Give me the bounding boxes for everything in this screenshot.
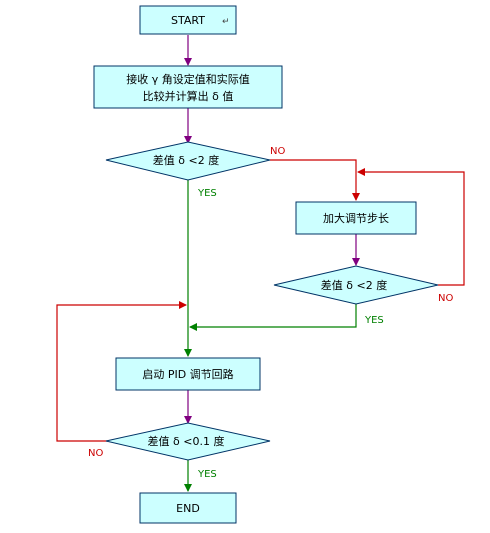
decision1-label: 差值 δ <2 度 bbox=[153, 153, 219, 167]
start-box bbox=[139, 5, 237, 35]
no-label-2: NO bbox=[438, 293, 453, 304]
end-box bbox=[139, 492, 237, 524]
decision3-diamond bbox=[105, 422, 271, 461]
pid-box bbox=[115, 357, 261, 391]
receive-line2: 比较并计算出 δ 值 bbox=[143, 89, 234, 103]
arrow-decision1-no bbox=[270, 159, 360, 201]
enlarge-label: 加大调节步长 bbox=[323, 211, 389, 225]
yes-label-1: YES bbox=[197, 188, 217, 199]
decision2-diamond bbox=[273, 265, 439, 305]
no-label-1: NO bbox=[270, 146, 285, 157]
arrow-decision2-yes bbox=[189, 303, 357, 331]
receive-box bbox=[93, 65, 283, 109]
decision2-label: 差值 δ <2 度 bbox=[321, 278, 387, 292]
decision1-diamond bbox=[105, 141, 271, 181]
decision3-label: 差值 δ <0.1 度 bbox=[148, 434, 225, 448]
enlarge-box bbox=[295, 201, 417, 235]
end-label: END bbox=[176, 502, 200, 515]
start-label: START bbox=[171, 14, 205, 27]
arrow-decision3-no-loop bbox=[56, 301, 187, 442]
arrow-decision2-no-loop bbox=[357, 168, 465, 286]
no-label-3: NO bbox=[88, 448, 103, 459]
receive-line1: 接收 γ 角设定值和实际值 bbox=[126, 72, 250, 86]
pid-label: 启动 PID 调节回路 bbox=[142, 368, 233, 381]
para-mark: ↵ bbox=[222, 17, 230, 27]
yes-label-3: YES bbox=[197, 469, 217, 480]
yes-label-2: YES bbox=[364, 315, 384, 326]
